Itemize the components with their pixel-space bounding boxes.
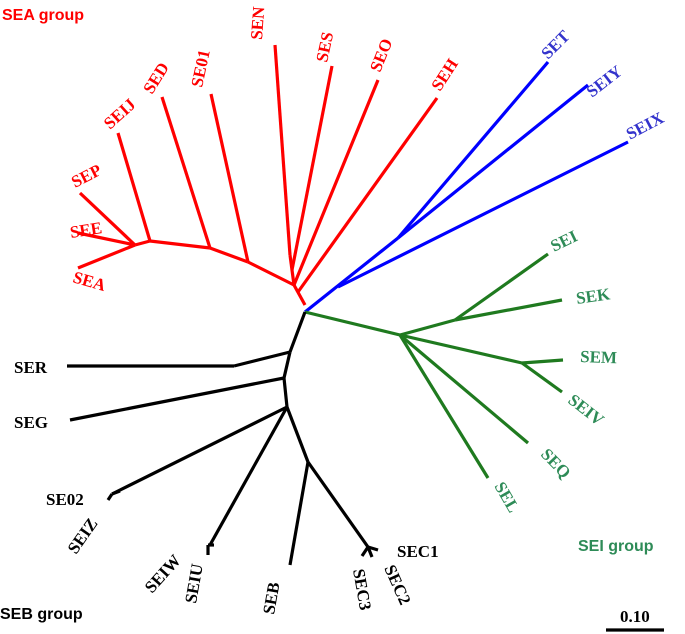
- taxon-label-SEC2: SEC2: [380, 562, 414, 608]
- branch-red-left3: [149, 239, 211, 250]
- taxon-label-SEIW: SEIW: [141, 551, 185, 597]
- branch-SEB: [288, 461, 310, 566]
- branch-red-left4: [134, 239, 151, 247]
- set-clade-branches: [304, 60, 629, 314]
- branch-black-ser-node: [233, 350, 291, 368]
- taxon-label-SEL: SEL: [491, 479, 524, 516]
- taxon-label-SEO: SEO: [366, 36, 396, 75]
- branch-SEO: [292, 79, 380, 286]
- taxon-label-SEK: SEK: [575, 284, 612, 308]
- taxon-label-SES: SES: [312, 30, 337, 64]
- branch-SEIY: [396, 83, 590, 240]
- taxon-label-SE01: SE01: [187, 48, 213, 89]
- branch-blue-inner: [304, 236, 399, 314]
- branch-SE01: [209, 93, 250, 263]
- branch-SEN: [273, 44, 292, 256]
- branch-green-inner: [304, 310, 401, 337]
- taxon-label-SEP: SEP: [68, 160, 104, 191]
- branch-black-inner3: [282, 377, 289, 408]
- taxon-label-SEM: SEM: [580, 347, 617, 367]
- branch-SEIJ: [116, 132, 152, 242]
- taxon-label-SET: SET: [537, 26, 574, 63]
- group-label-sei: SEI group: [578, 538, 654, 555]
- branch-SEI: [454, 252, 549, 322]
- branch-black-inner4: [285, 406, 310, 463]
- taxon-label-SER: SER: [14, 358, 48, 377]
- group-label-seb: SEB group: [0, 606, 83, 623]
- taxon-label-SEC1: SEC1: [397, 542, 439, 561]
- branch-green-mid: [399, 333, 523, 365]
- taxon-label-SE02: SE02: [46, 490, 84, 509]
- seb-clade-branches: [67, 311, 379, 566]
- branch-SEM: [521, 358, 564, 365]
- branch-SEP: [78, 191, 137, 247]
- taxon-label-SEG: SEG: [14, 413, 48, 432]
- taxon-label-SEH: SEH: [427, 55, 461, 94]
- taxon-label-SEIZ: SEIZ: [64, 515, 102, 558]
- branch-SEIZ: [106, 493, 114, 501]
- branch-black-inner2: [282, 351, 292, 379]
- taxon-label-SED: SED: [139, 59, 173, 97]
- branch-SEK: [454, 298, 563, 322]
- taxon-label-SEC3: SEC3: [349, 567, 375, 611]
- branch-SE02: [111, 489, 121, 496]
- taxon-label-SEN: SEN: [247, 5, 268, 40]
- branch-red-left: [247, 260, 295, 287]
- branch-SEC2: [366, 546, 374, 558]
- taxon-label-SEIY: SEIY: [583, 62, 626, 101]
- branch-SE02-node: [111, 405, 288, 496]
- branch-SED: [160, 96, 212, 249]
- branch-SES: [290, 65, 334, 271]
- branch-red-left2: [209, 246, 249, 264]
- branch-SEE: [77, 231, 136, 247]
- taxon-label-SEIV: SEIV: [565, 390, 609, 430]
- group-label-sea: SEA group: [2, 7, 84, 24]
- taxon-label-SEIU: SEIU: [181, 562, 207, 604]
- branch-SEIV: [521, 361, 563, 394]
- branch-green-upper: [399, 318, 456, 337]
- taxon-label-SEIJ: SEIJ: [100, 94, 140, 132]
- taxon-label-SEIX: SEIX: [623, 108, 668, 144]
- branch-SET: [396, 60, 550, 240]
- sei-clade-branches: [304, 252, 564, 479]
- taxon-label-SEI: SEI: [547, 226, 580, 255]
- branch-SEG: [69, 376, 285, 422]
- taxon-label-SEB: SEB: [259, 581, 283, 616]
- branch-SEC-node: [306, 461, 370, 548]
- taxon-label-SEE: SEE: [69, 218, 104, 242]
- branch-SEQ: [398, 333, 530, 445]
- branch-SEL: [398, 334, 490, 479]
- branch-root-red: [292, 284, 307, 306]
- branch-SEH: [296, 97, 439, 293]
- taxon-label-SEQ: SEQ: [537, 445, 574, 483]
- taxon-label-SEA: SEA: [71, 268, 109, 296]
- branch-SEA: [77, 243, 136, 270]
- sea-clade-branches: [77, 44, 439, 306]
- branch-black-inner: [288, 311, 307, 353]
- scale-bar-label: 0.10: [620, 607, 650, 626]
- branch-SEIX: [337, 140, 629, 289]
- branch-SEIW-node: [208, 406, 289, 546]
